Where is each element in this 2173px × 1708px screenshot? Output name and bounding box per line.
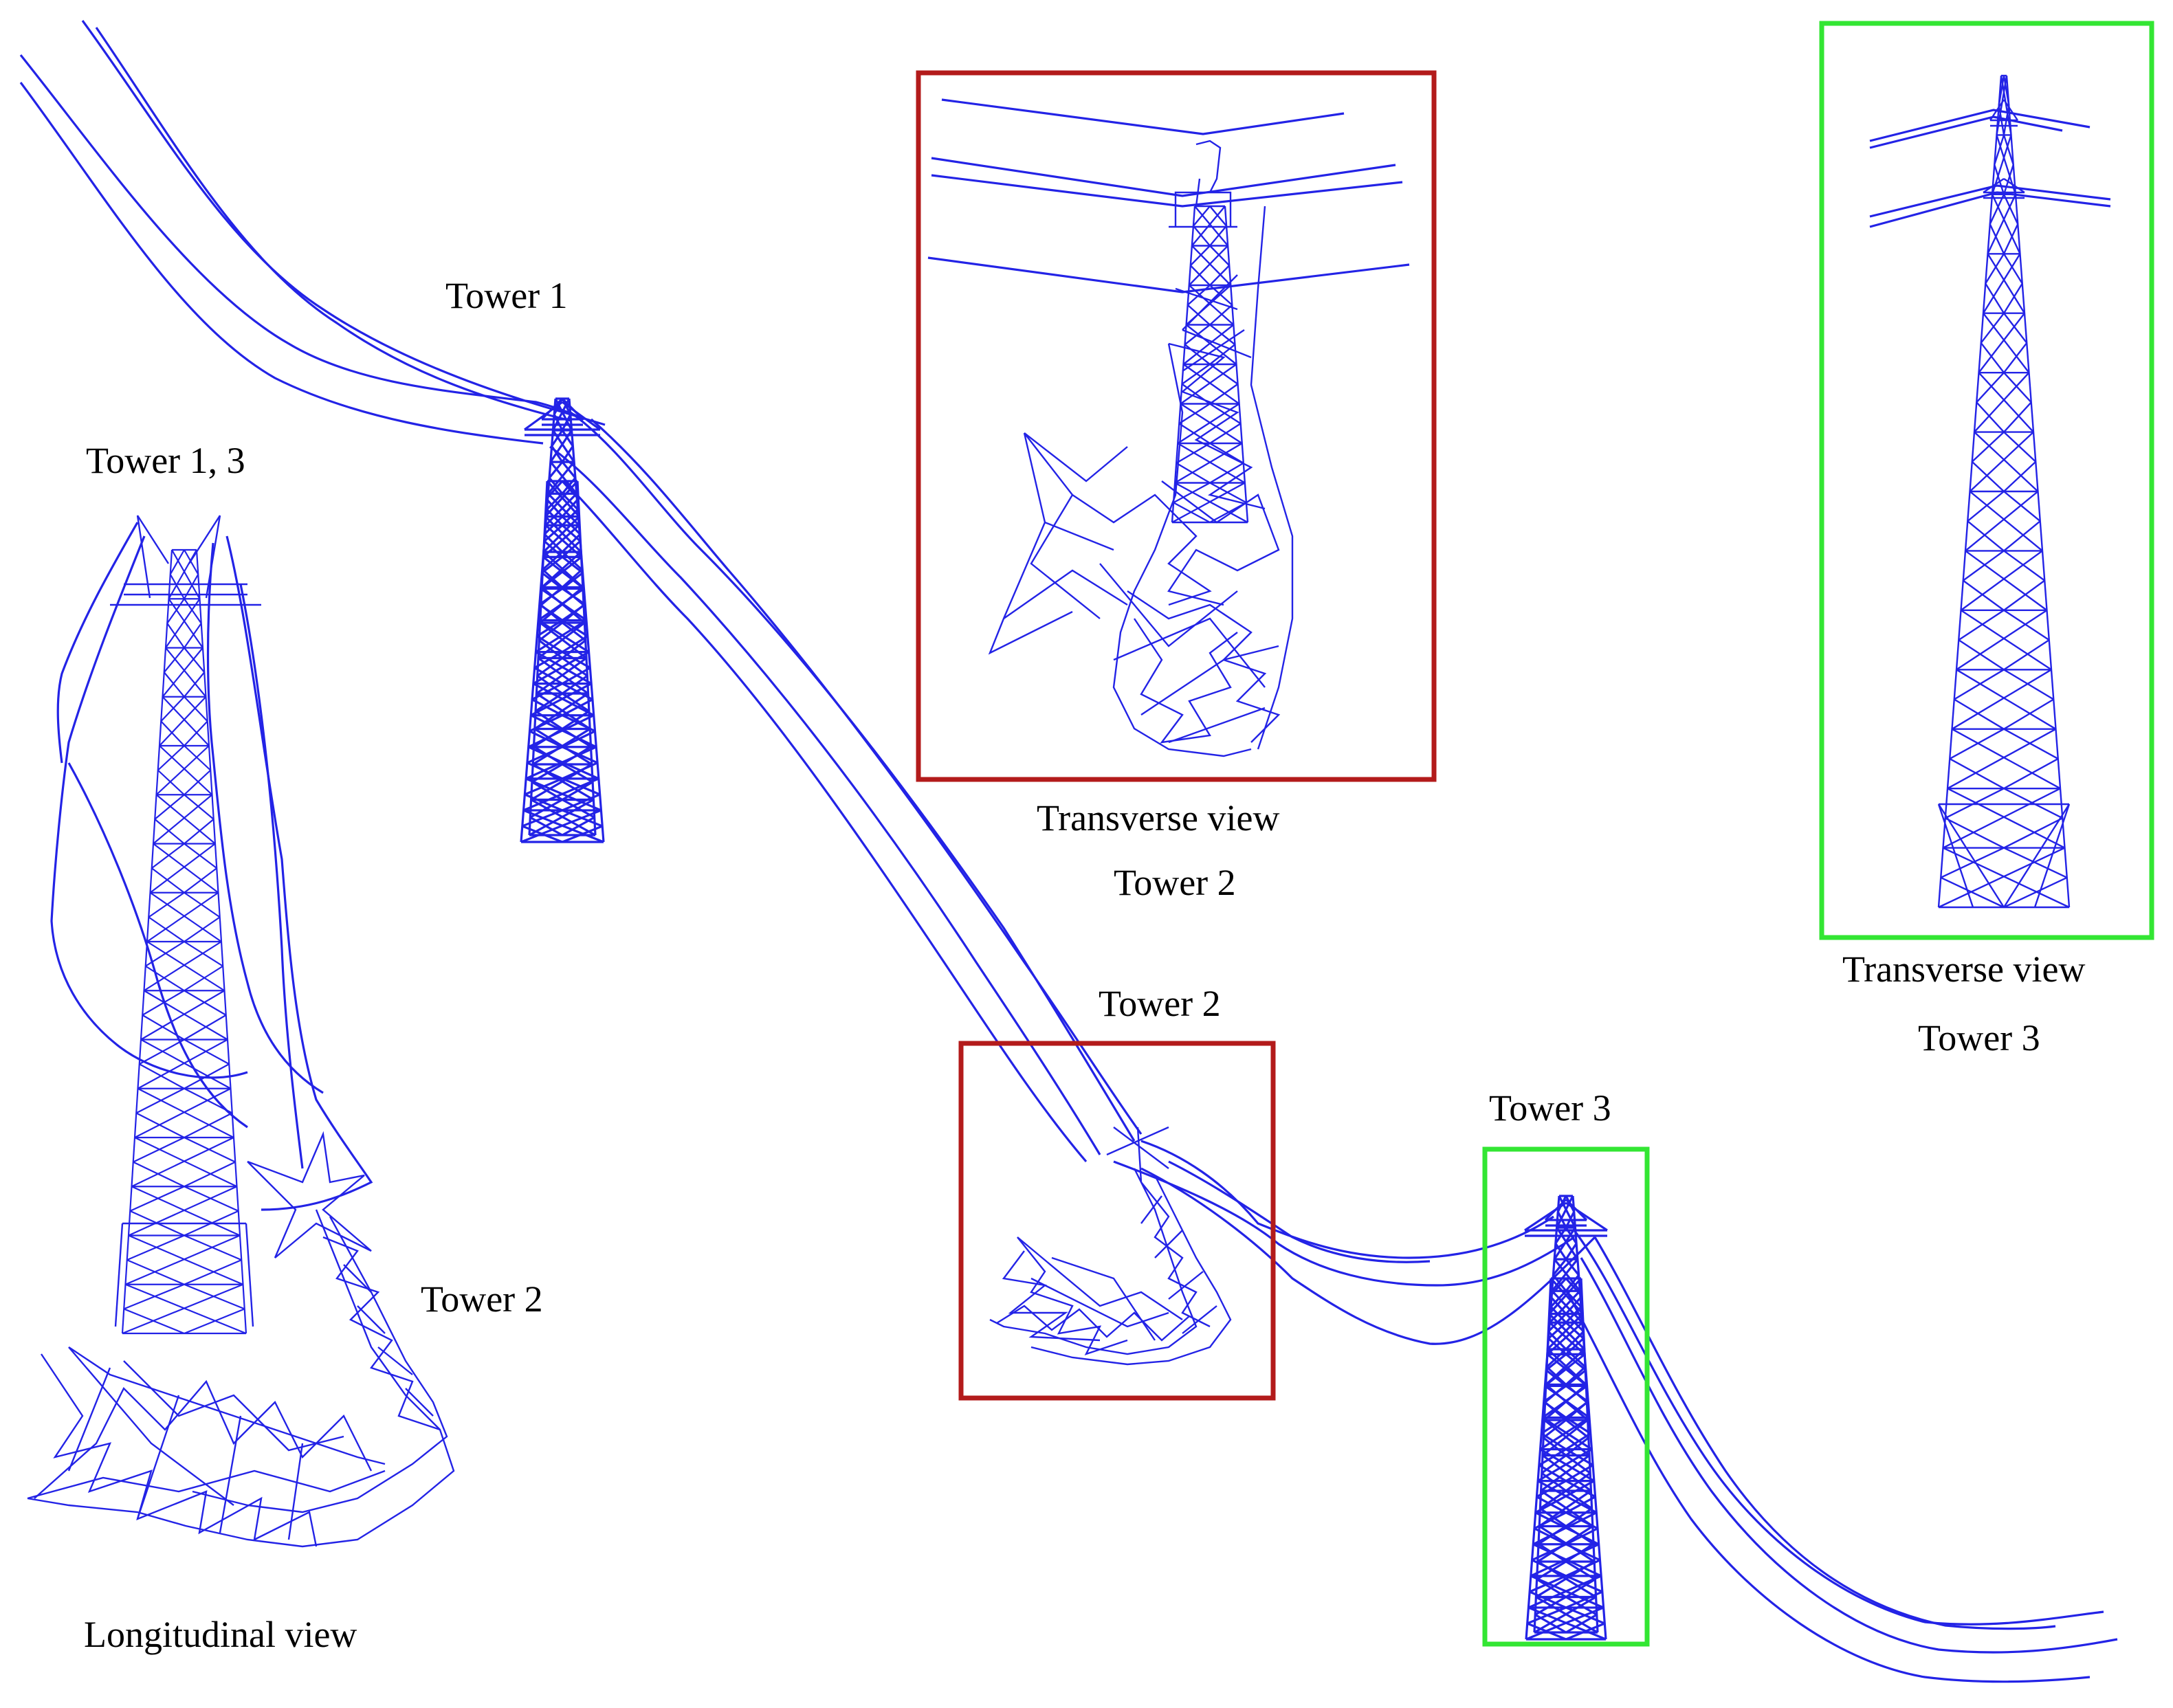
label-tower-1: Tower 1 — [445, 275, 568, 316]
transverse-view-tower-2 — [927, 98, 1410, 757]
label-transverse-tower-2: Tower 2 — [1114, 862, 1236, 903]
tower-3-transverse-frame — [1819, 21, 2154, 940]
label-transverse-view-t3: Transverse view — [1842, 949, 2085, 990]
label-transverse-tower-3: Tower 3 — [1918, 1017, 2040, 1058]
label-tower-2-longitudinal: Tower 2 — [421, 1278, 543, 1320]
transverse-view-tower-3 — [1869, 74, 2111, 909]
longitudinal-view — [27, 515, 455, 1548]
label-tower-3: Tower 3 — [1489, 1087, 1611, 1129]
tower-1-3-longitudinal — [110, 515, 261, 1335]
label-longitudinal-view: Longitudinal view — [84, 1614, 357, 1655]
tower-3-highlight-frame — [1482, 1146, 1650, 1647]
tower-1-standing — [520, 397, 605, 843]
conductors-left-span — [19, 20, 606, 445]
label-transverse-view-t2: Transverse view — [1037, 797, 1279, 839]
conductors-right-span — [1566, 1230, 2118, 1683]
label-tower-2-main: Tower 2 — [1099, 983, 1221, 1024]
tower-2-transverse-frame — [916, 70, 1437, 782]
tower-3-standing — [1524, 1195, 1608, 1641]
conductors-span-2-3 — [1113, 1140, 1596, 1345]
label-tower-1-3: Tower 1, 3 — [86, 440, 245, 481]
tower-2-collapsed-main — [989, 1126, 1232, 1366]
tower-2-highlight-frame — [958, 1041, 1276, 1401]
tower-3-transverse-lattice — [1937, 74, 2071, 909]
